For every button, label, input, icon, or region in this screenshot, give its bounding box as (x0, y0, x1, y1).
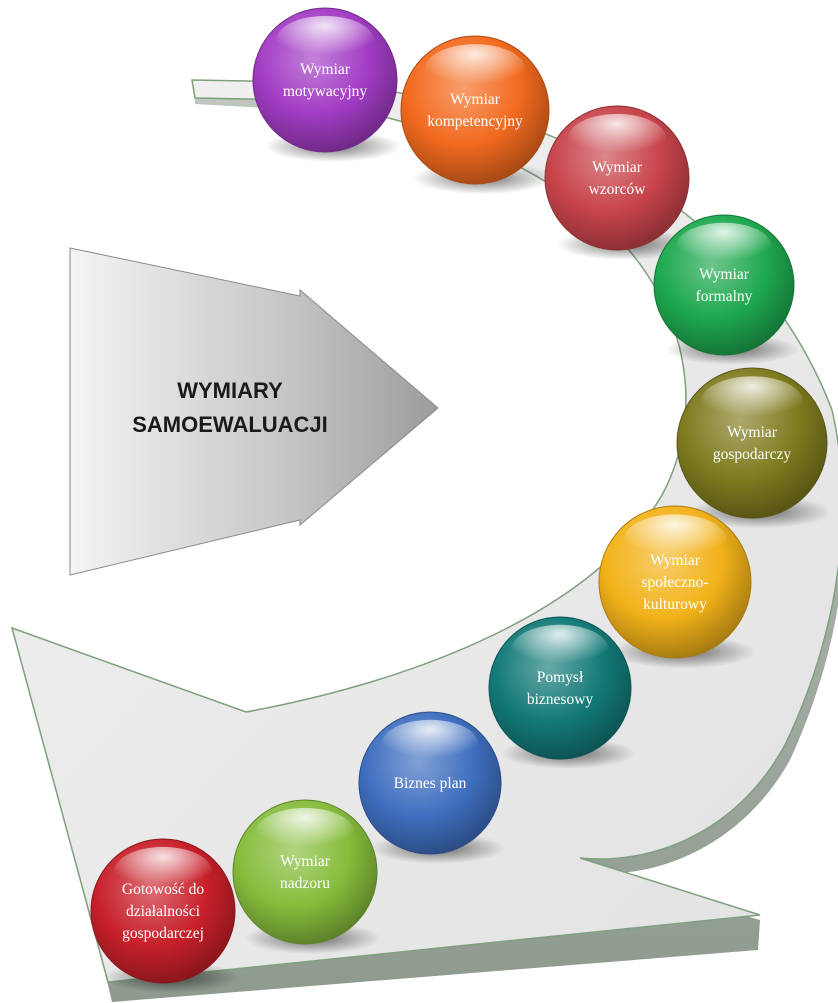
sphere-label-line: Wymiar (699, 266, 750, 283)
sphere-label-line: Wymiar (650, 552, 701, 569)
sphere-motywacyjny: Wymiar motywacyjny (252, 7, 402, 163)
sphere-highlight (424, 44, 526, 95)
sphere-highlight (701, 376, 803, 428)
sphere-label-line: Gotowość do (122, 881, 204, 898)
sphere-label-line: gospodarczy (713, 446, 792, 463)
sphere-kompetencyjny: Wymiar kompetencyjny (400, 35, 554, 195)
sphere-label-line: Pomysł (537, 669, 584, 686)
sphere-highlight (256, 807, 354, 857)
sphere-label-line: gospodarczej (122, 925, 204, 942)
sphere-label-line: kulturowy (643, 596, 707, 613)
sphere-highlight (623, 514, 727, 567)
sphere-label-line: formalny (696, 288, 753, 305)
sphere-label-line: Wymiar (280, 853, 331, 870)
sphere-label-line: motywacyjny (283, 83, 368, 100)
sphere-label-line: nadzoru (280, 875, 330, 892)
sphere-label-line: biznesowy (527, 691, 594, 708)
sphere-label-line: Biznes plan (394, 775, 467, 792)
sphere-label-line: Wymiar (727, 424, 778, 441)
sphere-highlight (568, 113, 666, 163)
title-arrow: WYMIARY SAMOEWALUACJI (69, 247, 439, 576)
sphere-label-line: działalności (126, 903, 201, 920)
sphere-formalny: Wymiar formalny (653, 214, 799, 365)
sphere-pomysl-biznesowy: Pomysł biznesowy (488, 616, 636, 769)
sphere-label-line: Wymiar (300, 61, 351, 78)
title-line-1: WYMIARY (177, 378, 283, 403)
sphere-gospodarczy: Wymiar gospodarczy (676, 367, 832, 529)
sphere-highlight (114, 846, 212, 896)
sphere-biznes-plan: Biznes plan (358, 711, 506, 864)
sphere-label-line: Wymiar (450, 91, 501, 108)
sphere-label-line: wzorców (589, 181, 647, 198)
sphere-highlight (511, 624, 609, 674)
sphere-highlight (676, 222, 772, 271)
sphere-wzorcow: Wymiar wzorców (544, 105, 694, 261)
sphere-label-line: kompetencyjny (427, 113, 523, 130)
sphere-label-line: Wymiar (592, 159, 643, 176)
title-arrow-shape (69, 247, 439, 576)
sphere-highlight (381, 719, 479, 769)
sphere-gotowosc: Gotowość do działalności gospodarczej (90, 838, 240, 994)
sphere-spoleczno-kulturowy: Wymiar społeczno-kulturowy (598, 505, 756, 669)
sphere-nadzoru: Wymiar nadzoru (232, 799, 382, 955)
sphere-label-line: społeczno- (641, 574, 708, 591)
sphere-highlight (276, 15, 374, 65)
title-line-2: SAMOEWALUACJI (132, 412, 328, 437)
